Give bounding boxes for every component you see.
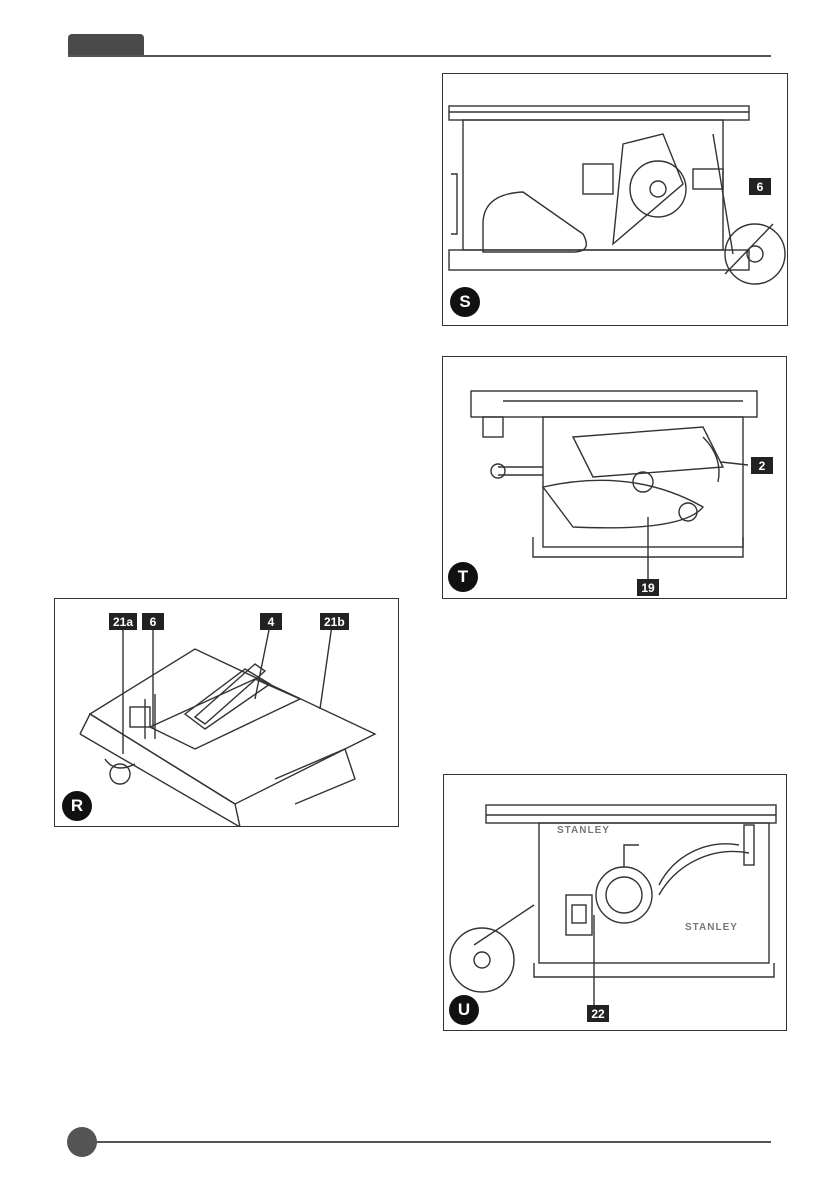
footer-rule (95, 1141, 771, 1143)
figure-r-callout-21a: 21a (109, 613, 137, 630)
figure-r-letter: R (62, 791, 92, 821)
figure-s-drawing (443, 74, 788, 326)
figure-r-callout-6: 6 (142, 613, 164, 630)
header-rule (68, 55, 771, 57)
figure-r-callout-21b: 21b (320, 613, 349, 630)
figure-r-callout-4: 4 (260, 613, 282, 630)
figure-u-brand-top: STANLEY (557, 825, 610, 836)
figure-r: 21a 6 4 21b R (54, 598, 399, 827)
figure-t-letter: T (448, 562, 478, 592)
figure-u-callout-22: 22 (587, 1005, 609, 1022)
figure-u-drawing (444, 775, 787, 1031)
figure-s: 6 S (442, 73, 788, 326)
figure-r-drawing (55, 599, 399, 827)
figure-t-drawing (443, 357, 787, 599)
figure-t-callout-19: 19 (637, 579, 659, 596)
figure-s-callout-6: 6 (749, 178, 771, 195)
page-number-dot (67, 1127, 97, 1157)
figure-u: STANLEY STANLEY 22 U (443, 774, 787, 1031)
figure-t: 2 19 T (442, 356, 787, 599)
figure-t-callout-2: 2 (751, 457, 773, 474)
figure-u-brand-side: STANLEY (685, 922, 738, 933)
figure-s-letter: S (450, 287, 480, 317)
figure-u-letter: U (449, 995, 479, 1025)
header-tab (68, 34, 144, 56)
